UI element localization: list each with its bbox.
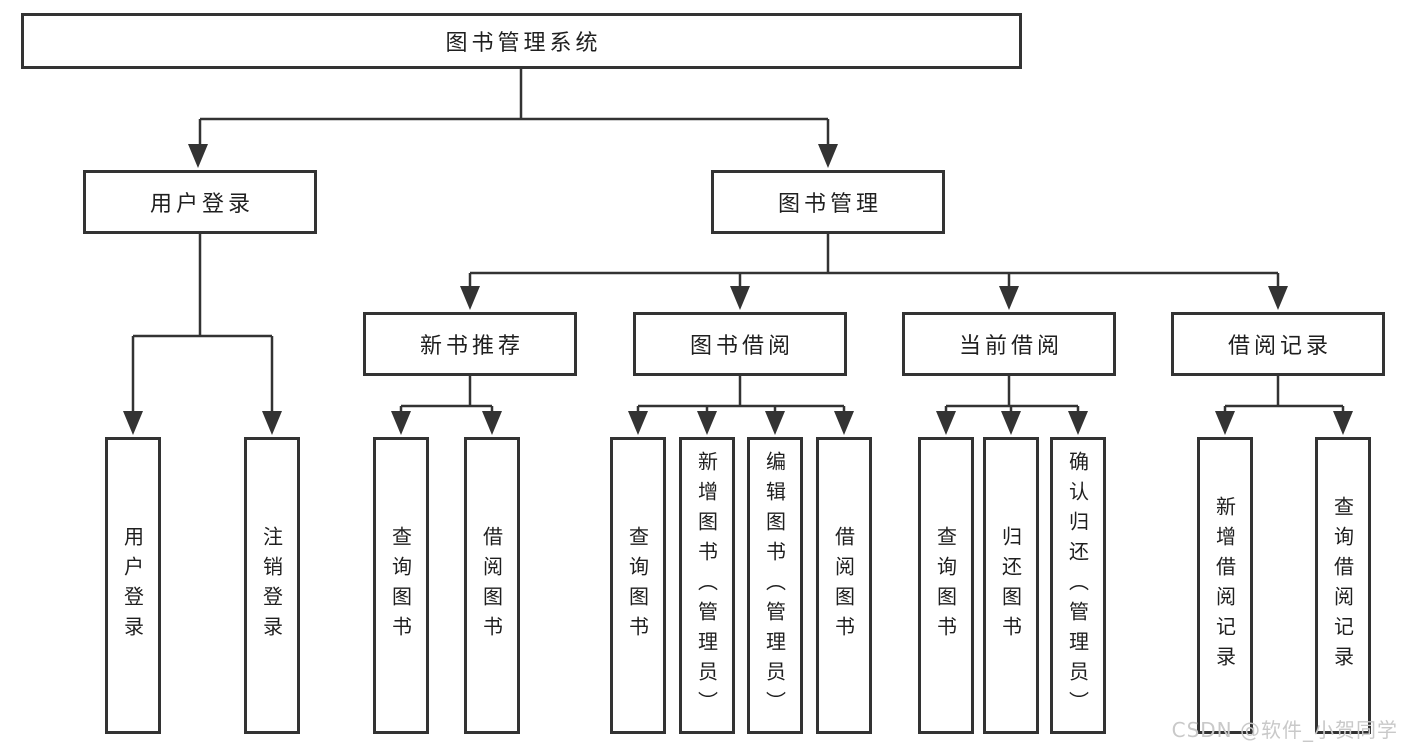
leaf-logout: 注销登录 <box>244 437 300 734</box>
leaf-query-books-recommend: 查询图书 <box>373 437 429 734</box>
leaf-borrow-books-recommend: 借阅图书 <box>464 437 520 734</box>
leaf-query-books-borrowing: 查询图书 <box>610 437 666 734</box>
leaf-query-books-current: 查询图书 <box>918 437 974 734</box>
leaf-borrow-books-borrowing: 借阅图书 <box>816 437 872 734</box>
csdn-watermark: CSDN @软件_小贺同学 <box>1171 718 1398 742</box>
node-book-management: 图书管理 <box>711 170 945 234</box>
leaf-add-book-admin: 新增图书（管理员） <box>679 437 735 734</box>
leaf-query-borrow-record: 查询借阅记录 <box>1315 437 1371 734</box>
leaf-add-borrow-record: 新增借阅记录 <box>1197 437 1253 734</box>
arrowhead-icons <box>123 144 1353 435</box>
node-current-borrowing: 当前借阅 <box>902 312 1116 376</box>
node-user-login: 用户登录 <box>83 170 317 234</box>
leaf-user-login: 用户登录 <box>105 437 161 734</box>
leaf-edit-book-admin: 编辑图书（管理员） <box>747 437 803 734</box>
leaf-return-book: 归还图书 <box>983 437 1039 734</box>
node-borrowing-records: 借阅记录 <box>1171 312 1385 376</box>
leaf-confirm-return-admin: 确认归还（管理员） <box>1050 437 1106 734</box>
node-book-borrowing: 图书借阅 <box>633 312 847 376</box>
node-book-management-system: 图书管理系统 <box>21 13 1022 69</box>
node-new-book-recommend: 新书推荐 <box>363 312 577 376</box>
